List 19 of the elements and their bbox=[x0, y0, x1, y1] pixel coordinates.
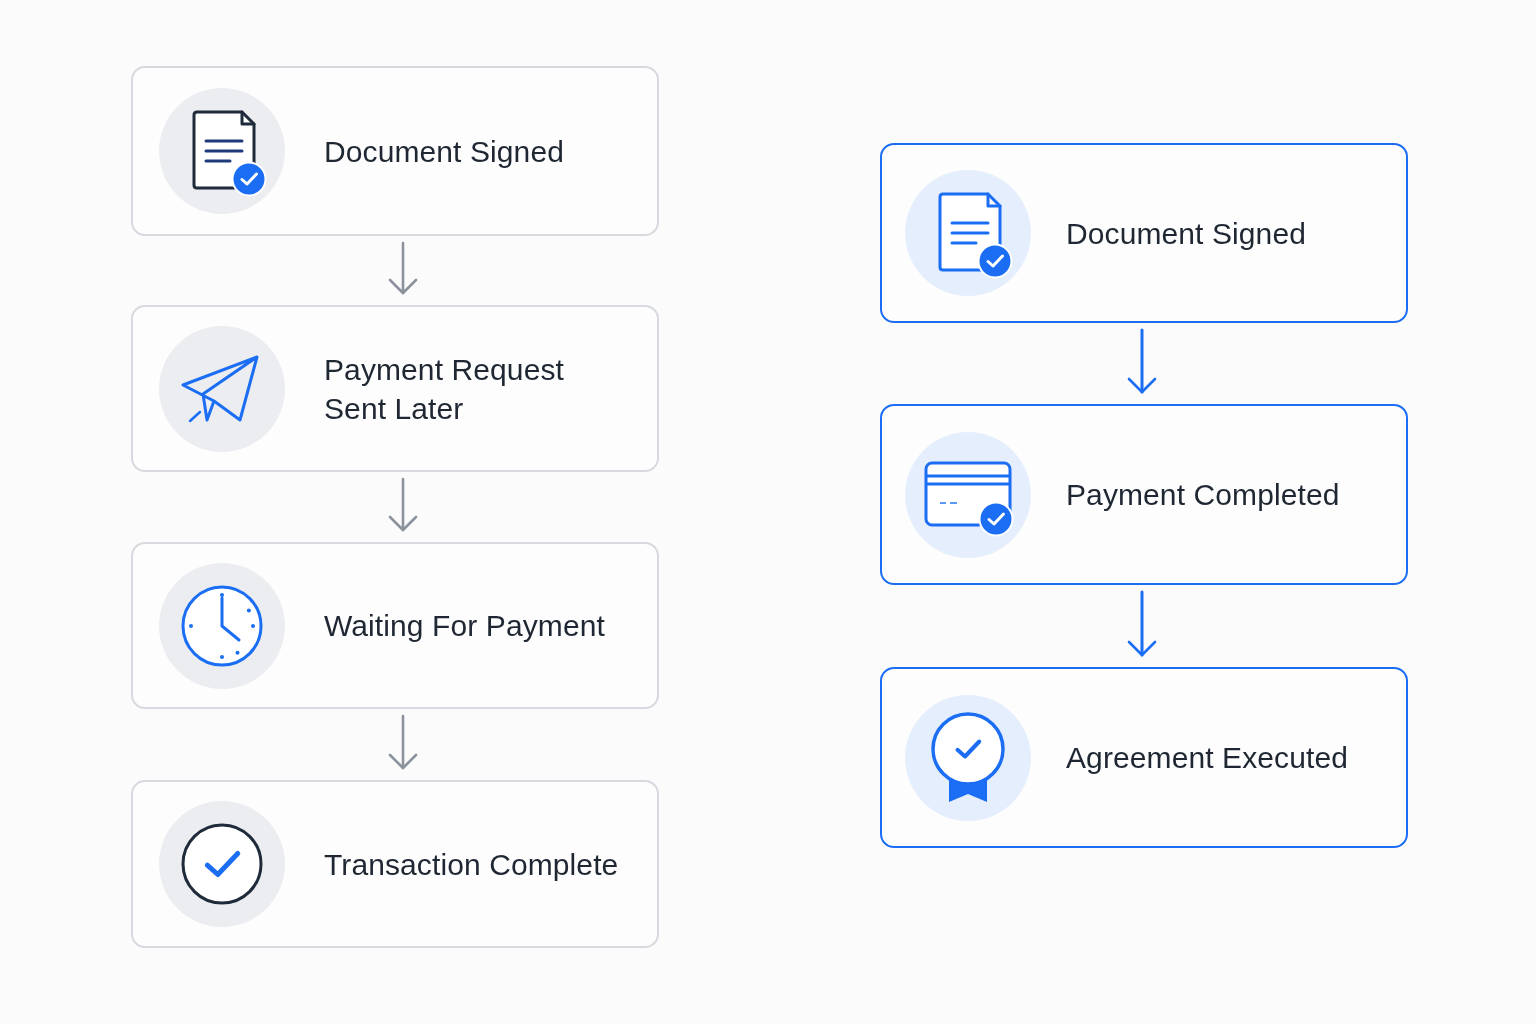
arrow bbox=[388, 477, 418, 532]
arrow bbox=[388, 241, 418, 295]
step-label: Document Signed bbox=[1066, 215, 1306, 252]
arrow bbox=[388, 714, 418, 770]
step-card bbox=[880, 667, 1408, 848]
step-card bbox=[131, 780, 659, 948]
step-label: Agreement Executed bbox=[1066, 740, 1348, 776]
step-label: Document Signed bbox=[324, 133, 564, 170]
step-label: Payment Request Sent Later bbox=[324, 351, 565, 427]
step-card bbox=[131, 305, 659, 472]
arrow bbox=[1127, 328, 1157, 394]
step-card bbox=[880, 143, 1408, 323]
step-card bbox=[131, 542, 659, 709]
step-card bbox=[131, 66, 659, 236]
step-card bbox=[880, 404, 1408, 585]
step-label: Payment Completed bbox=[1066, 477, 1340, 513]
arrow bbox=[1127, 590, 1157, 657]
step-label: Transaction Complete bbox=[324, 846, 619, 883]
step-label: Waiting For Payment bbox=[324, 608, 605, 644]
